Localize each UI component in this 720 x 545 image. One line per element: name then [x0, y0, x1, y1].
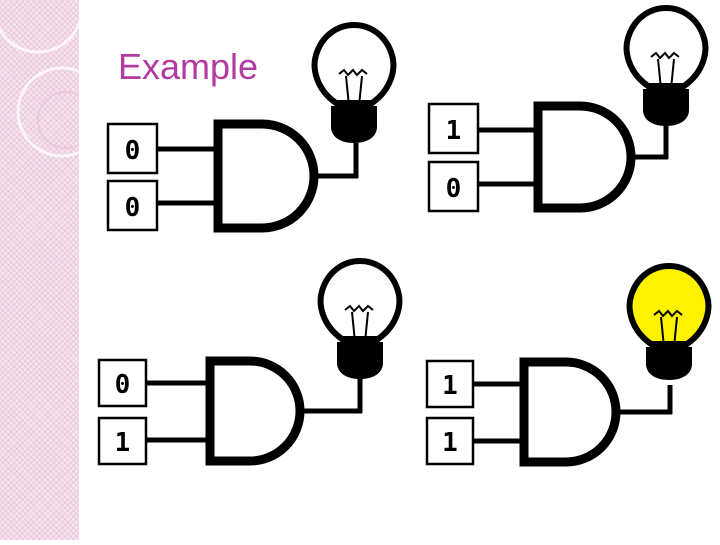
light-bulb-icon: [311, 21, 397, 143]
bulb-base: [337, 342, 383, 379]
bulb-base: [331, 106, 377, 143]
bulb-glass: [311, 21, 397, 106]
and-gate-icon: [533, 101, 636, 213]
circuit-1-1: 1 1: [425, 262, 712, 467]
input-a-value: 1: [446, 116, 462, 146]
bulb-base: [646, 347, 692, 380]
slide-title: Example: [118, 46, 259, 87]
input-a-value: 1: [442, 371, 458, 401]
and-gate-icon: [205, 356, 305, 466]
input-b-value: 0: [446, 174, 462, 204]
light-bulb-icon: [623, 4, 709, 126]
and-gate-icon: [213, 119, 319, 233]
light-bulb-icon: [626, 262, 712, 380]
circuit-0-1: 0 1: [97, 257, 403, 466]
bulb-glass-lit: [626, 262, 712, 347]
input-b-value: 1: [442, 428, 458, 458]
circuit-1-0: 1 0: [427, 4, 709, 213]
input-a-value: 0: [125, 136, 141, 166]
input-b-value: 1: [115, 428, 131, 458]
circuit-0-0: 0 0: [106, 21, 397, 233]
input-b-value: 0: [125, 193, 141, 223]
light-bulb-icon: [317, 257, 403, 379]
bulb-base: [643, 89, 689, 126]
input-a-value: 0: [115, 370, 131, 400]
bulb-glass: [317, 257, 403, 342]
decorative-sidebar-band: [0, 0, 108, 540]
bulb-glass: [623, 4, 709, 89]
and-gate-icon: [519, 357, 621, 467]
input-box-a: [106, 122, 159, 175]
